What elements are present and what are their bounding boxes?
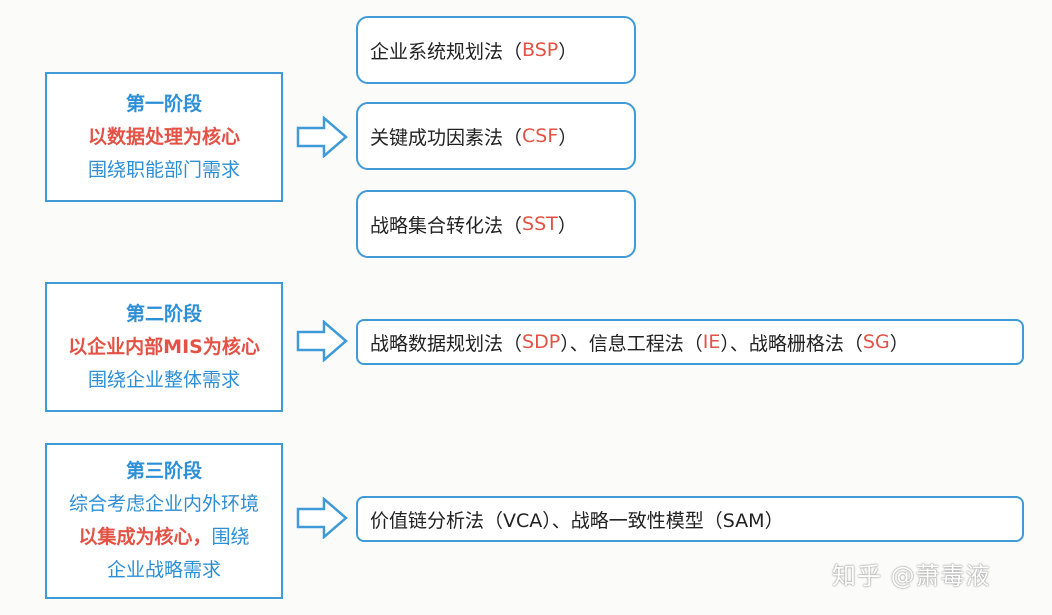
method-ie-open: （ [683,332,703,355]
method-csf-abbr: CSF [522,125,559,147]
stage-3-core-line: 以集成为核心，围绕 [78,521,249,554]
method-sdp-abbr: SDP [522,331,561,353]
method-csf-open: （ [503,126,523,149]
method-sst-open: （ [503,214,523,237]
method-bsp: 企业系统规划法（BSP） [356,16,636,84]
stage-3-focus: 企业战略需求 [106,559,221,581]
method-bsp-close: ） [558,40,578,63]
stage-3-core: 以集成为核心， [78,526,212,548]
stage-1-focus: 围绕职能部门需求 [87,158,240,181]
method-bsp-abbr: BSP [522,39,559,61]
arrow-right-icon [296,497,348,539]
method-sdp-close: ）、 [560,332,589,355]
stage-2-title: 第二阶段 [125,302,202,325]
stage-1-box: 第一阶段 以数据处理为核心 围绕职能部门需求 [45,72,283,202]
stage-3-around: 围绕 [211,526,250,548]
method-sg-abbr: SG [862,331,890,353]
method-sg-open: （ [843,332,863,355]
method-sdp-open: （ [503,332,523,355]
method-ie-abbr: IE [702,331,721,353]
stage-2-core: 以企业内部MIS为核心 [68,335,260,358]
methods-stage-2: 战略数据规划法（SDP）、信息工程法（IE）、战略栅格法（SG） [356,319,1024,365]
method-sst: 战略集合转化法（SST） [356,190,636,258]
stage-2-focus: 围绕企业整体需求 [87,368,240,391]
method-vca-sam: 价值链分析法（VCA）、战略一致性模型（SAM） [370,509,784,532]
method-sg-name: 战略栅格法 [748,332,844,355]
method-csf-name: 关键成功因素法 [370,126,504,149]
method-sst-abbr: SST [522,213,558,235]
arrow-right-icon [296,320,348,362]
stage-1-title: 第一阶段 [125,92,202,115]
method-sdp-name: 战略数据规划法 [370,332,504,355]
stage-3-title: 第三阶段 [125,460,202,482]
method-bsp-name: 企业系统规划法 [370,40,504,63]
method-ie-close: ）、 [720,332,749,355]
method-sg-close: ） [889,332,909,355]
arrow-right-icon [296,116,348,158]
methods-stage-3: 价值链分析法（VCA）、战略一致性模型（SAM） [356,496,1024,542]
method-ie-name: 信息工程法 [588,332,684,355]
method-sst-name: 战略集合转化法 [370,214,504,237]
method-csf: 关键成功因素法（CSF） [356,102,636,170]
stage-3-env: 综合考虑企业内外环境 [68,493,259,515]
watermark: 知乎 @萧毒液 [832,562,991,590]
stage-2-box: 第二阶段 以企业内部MIS为核心 围绕企业整体需求 [45,282,283,412]
stage-3-box: 第三阶段 综合考虑企业内外环境 以集成为核心，围绕 企业战略需求 [45,443,283,599]
method-bsp-open: （ [503,40,523,63]
method-sst-close: ） [557,214,577,237]
method-csf-close: ） [558,126,578,149]
stage-1-core: 以数据处理为核心 [87,125,240,148]
